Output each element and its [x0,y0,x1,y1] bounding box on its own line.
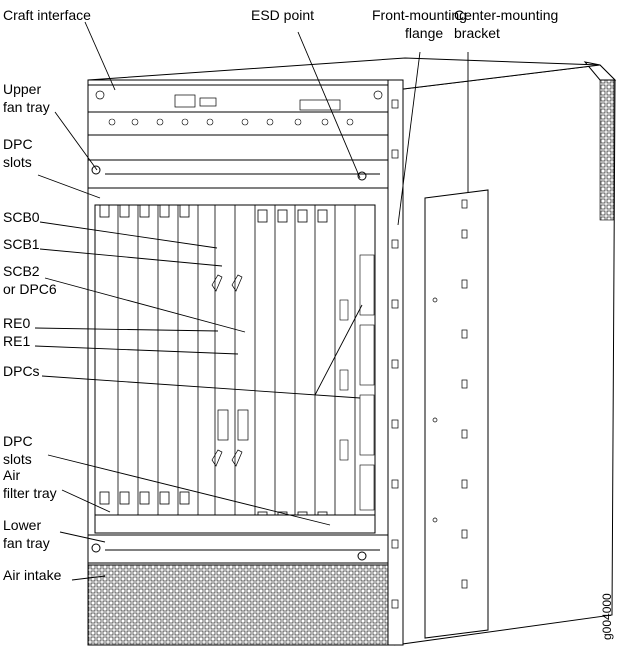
label-front-mounting-flange: Front-mounting [372,7,467,23]
label-front-mounting-flange-2: flange [405,25,444,41]
dpc-ports [339,254,375,511]
label-upper-fan-tray: Upper [3,81,42,97]
label-dpc-slots-top: DPC [3,136,33,152]
label-lower-fan-tray-2: fan tray [3,535,50,551]
label-scb1: SCB1 [3,236,40,252]
air-filter-tray [94,514,376,534]
lower-fan-tray [87,534,389,564]
label-re1: RE1 [3,333,31,349]
label-dpcs: DPCs [3,363,40,379]
label-upper-fan-tray-2: fan tray [3,99,50,115]
label-scb0: SCB0 [3,209,40,225]
callout-leader-lines [34,21,469,581]
label-dpc-slots-bottom: DPC [3,433,33,449]
label-center-mounting-bracket-2: bracket [454,25,500,41]
front-mounting-flange [387,79,404,646]
label-scb2: SCB2 [3,263,40,279]
label-center-mounting-bracket: Center-mounting [454,7,559,23]
center-mounting-bracket [424,189,489,639]
label-lower-fan-tray: Lower [3,517,42,533]
label-dpc-slots-top-2: slots [3,154,32,170]
air-intake-grille [87,564,389,646]
label-dpc-slots-bottom-2: slots [3,451,32,467]
label-craft-interface: Craft interface [3,7,91,23]
label-scb2-2: or DPC6 [3,281,57,297]
label-air-intake: Air intake [3,567,62,583]
label-re0: RE0 [3,315,31,331]
figure-id: g004000 [600,593,614,640]
scb-re-components [211,274,249,467]
craft-interface [87,84,389,136]
label-esd-point: ESD point [251,7,315,23]
label-air-filter-tray-2: filter tray [3,485,57,501]
label-air-filter-tray: Air [3,467,21,483]
